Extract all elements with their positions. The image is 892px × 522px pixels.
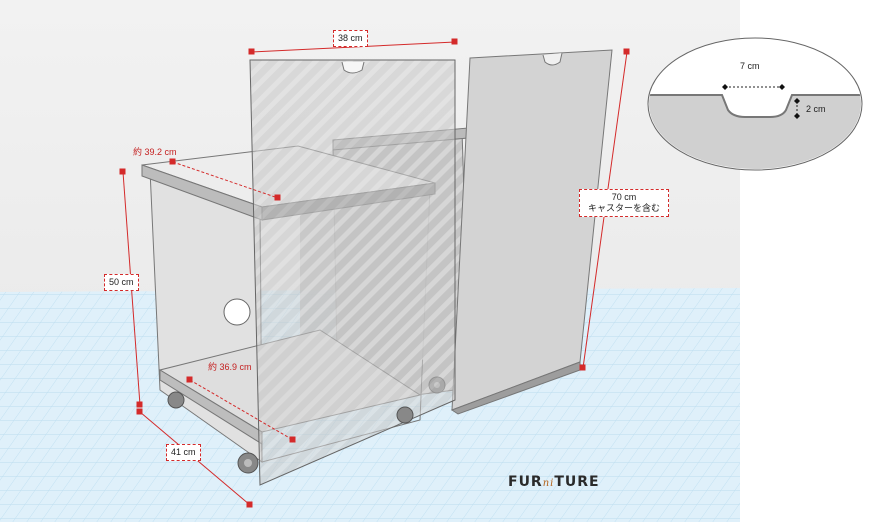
dim-marker: [248, 48, 255, 55]
dim-marker: [119, 168, 126, 175]
logo-part-3: TURE: [554, 474, 600, 490]
label-height-right-value: 70 cm: [611, 192, 637, 202]
front-tall-panel: [249, 59, 456, 486]
box-cable-hole: [223, 298, 251, 326]
label-depth-bottom: 約 36.9 cm: [208, 362, 252, 372]
dim-marker: [274, 194, 281, 201]
dim-marker: [794, 98, 800, 104]
dim-marker: [579, 364, 586, 371]
dim-line-width-top: [251, 41, 456, 53]
dim-marker: [722, 84, 728, 90]
dim-marker: [451, 38, 458, 45]
label-depth-top: 約 39.2 cm: [133, 147, 177, 157]
dim-marker: [623, 48, 630, 55]
caster-front-left-hub: [244, 459, 252, 467]
label-height-right-note: キャスターを含む: [587, 203, 660, 213]
front-panel-notch: [341, 61, 365, 74]
right-panel-notch: [542, 52, 563, 66]
logo-part-1: FUR: [508, 474, 543, 490]
inset-notch: [649, 90, 861, 117]
inset-notch-edge: [649, 94, 861, 118]
brand-logo: FURniTURE: [508, 474, 600, 490]
label-height-left: 50 cm: [104, 274, 139, 291]
caster-back-left: [167, 391, 185, 409]
dim-marker: [136, 401, 143, 408]
label-notch-depth: 2 cm: [806, 104, 826, 114]
logo-part-2: ni: [542, 478, 555, 489]
label-height-right: 70 cm キャスターを含む: [579, 189, 669, 217]
dim-marker: [779, 84, 785, 90]
dim-line-depth-top: [172, 161, 279, 199]
dim-marker: [794, 113, 800, 119]
label-notch-width: 7 cm: [740, 61, 760, 71]
dim-marker: [169, 158, 176, 165]
label-width-top: 38 cm: [333, 30, 368, 47]
caster-front-right: [396, 406, 414, 424]
label-width-bottom: 41 cm: [166, 444, 201, 461]
dim-marker: [289, 436, 296, 443]
dim-marker: [246, 501, 253, 508]
dim-marker: [186, 376, 193, 383]
dim-marker: [136, 408, 143, 415]
